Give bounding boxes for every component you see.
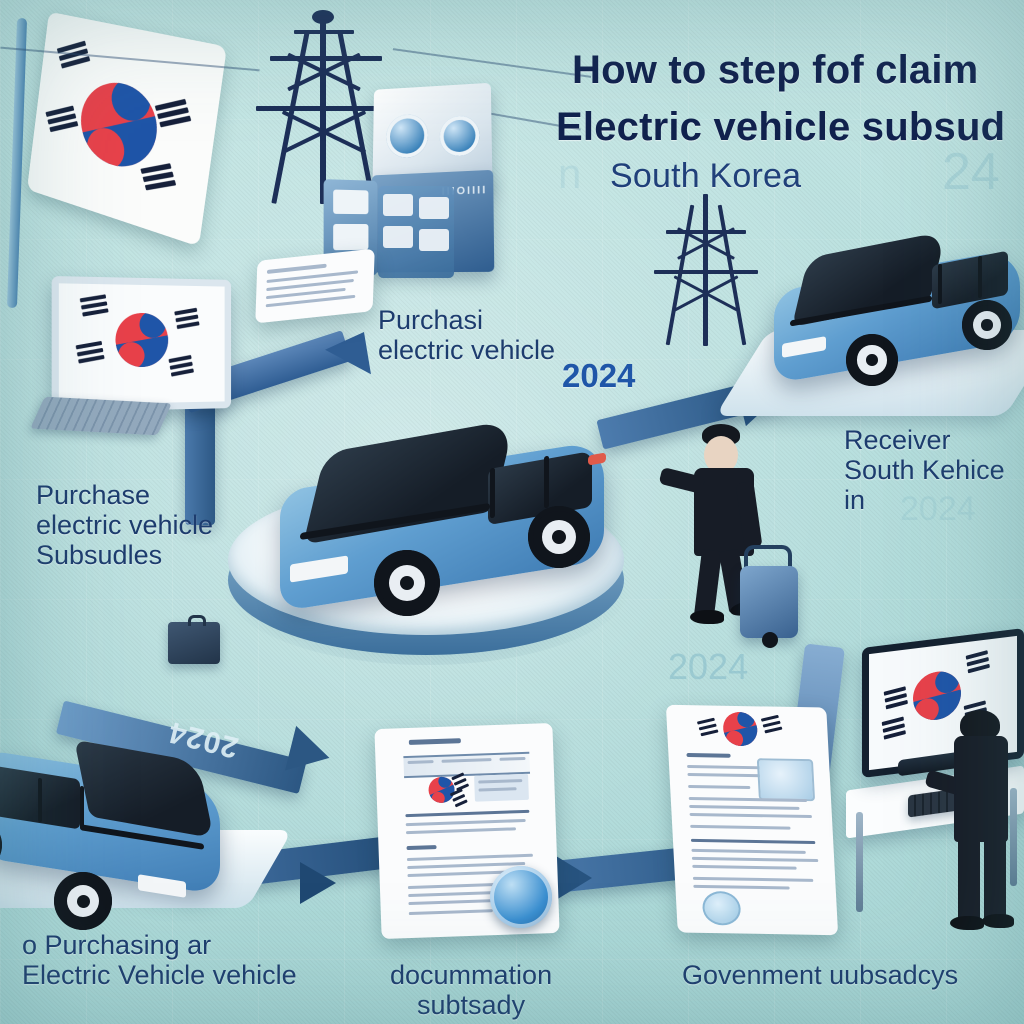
infographic-canvas: 2024 <box>0 0 1024 1024</box>
background-vignette <box>0 0 1024 1024</box>
